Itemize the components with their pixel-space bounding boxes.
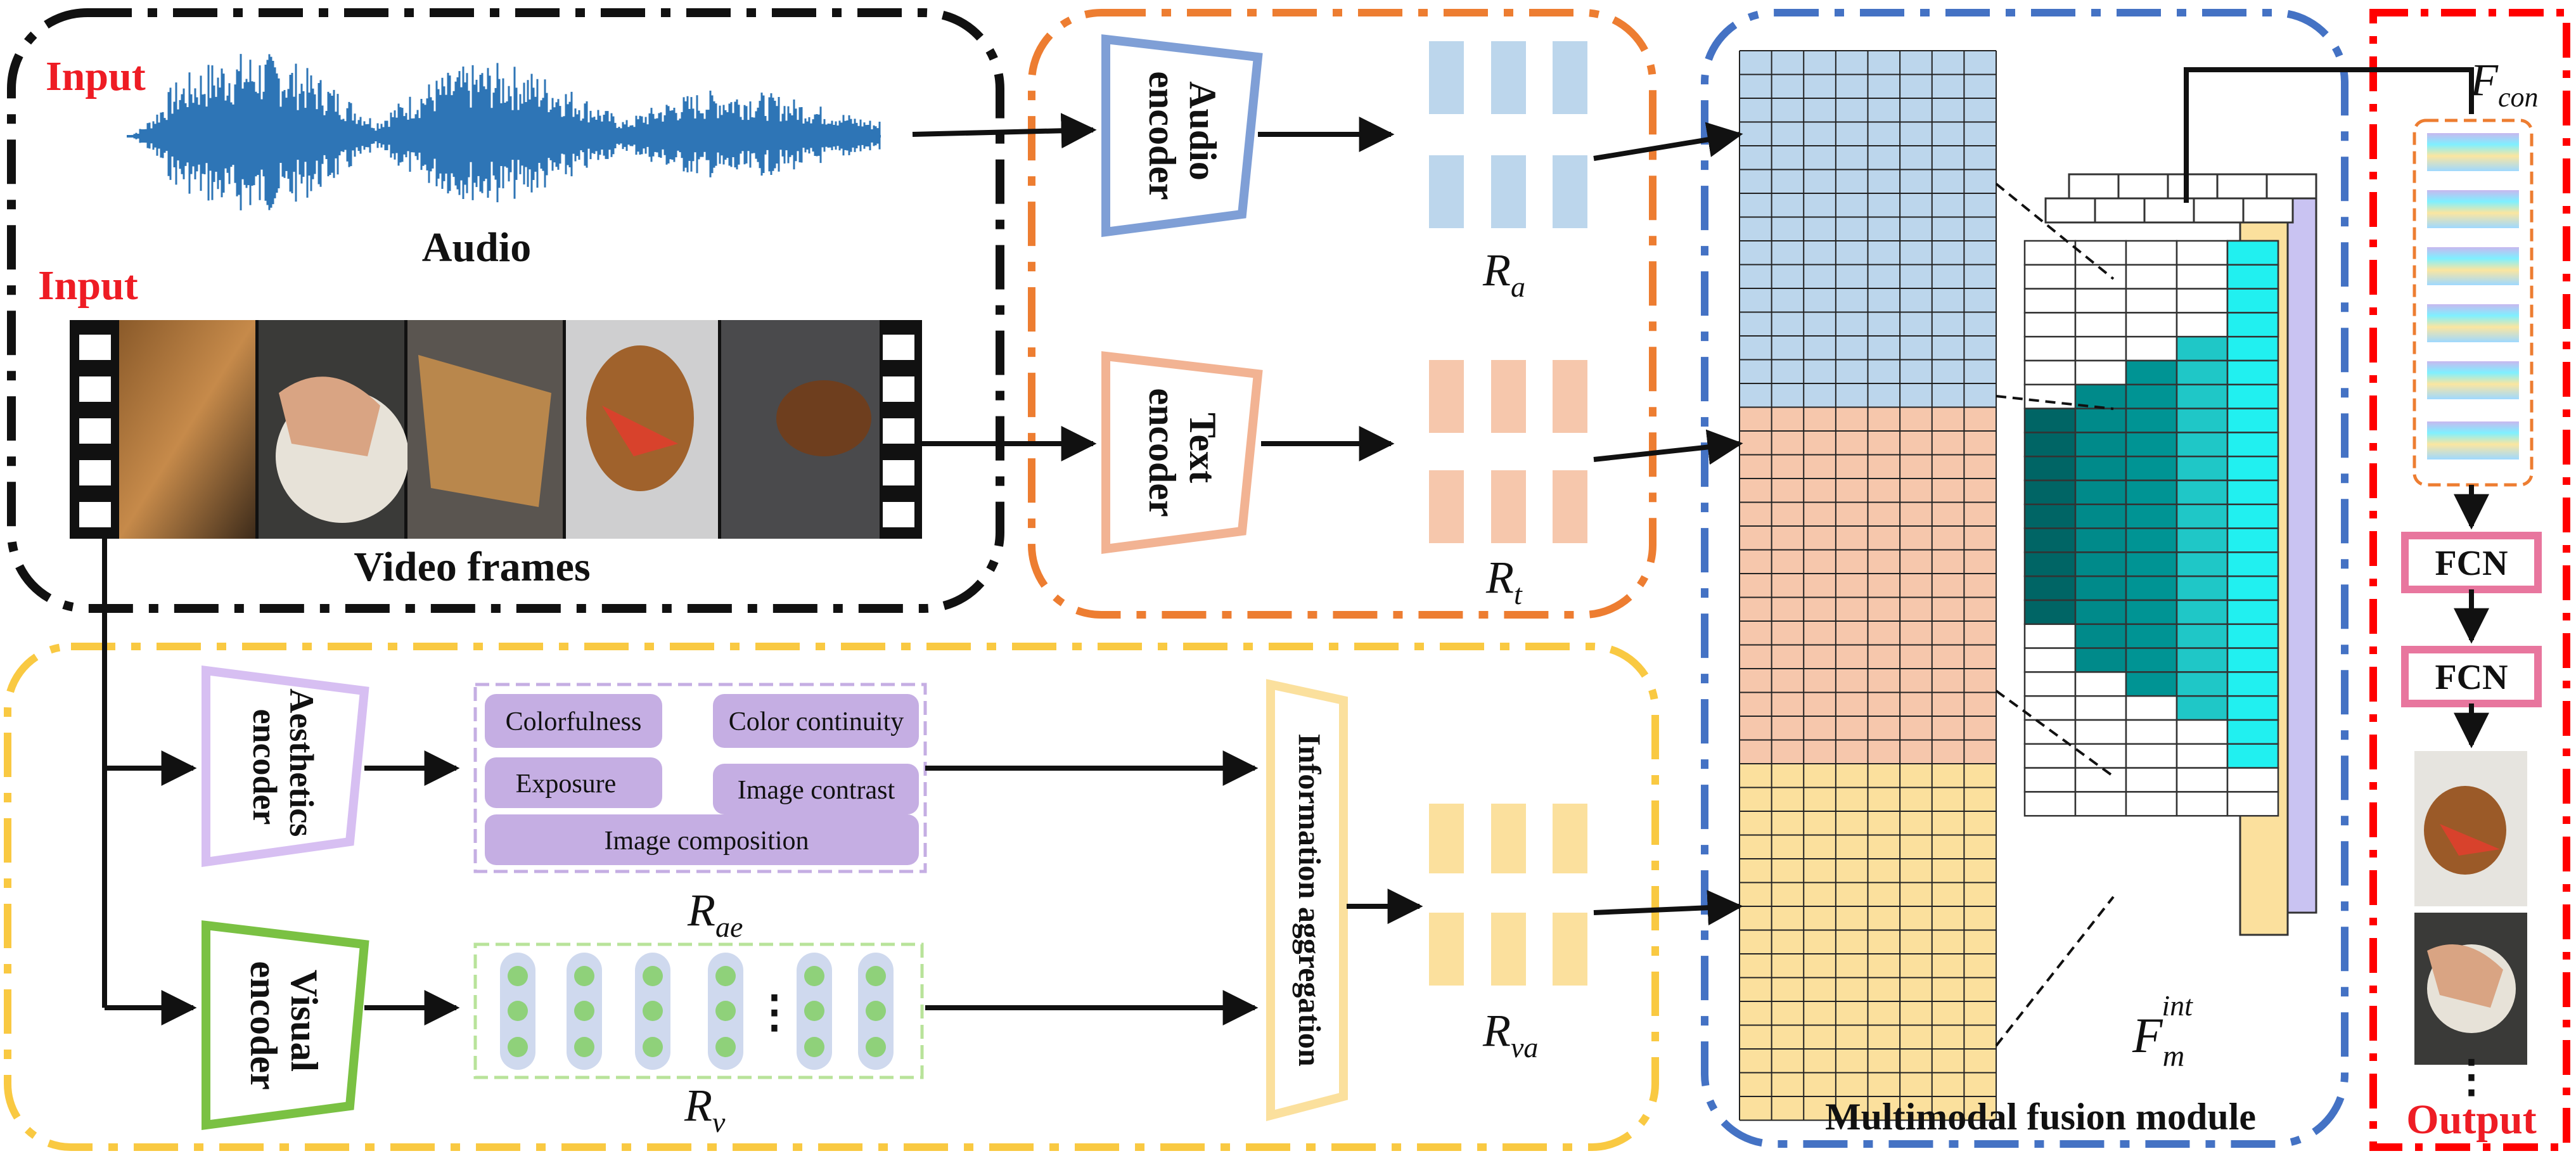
chip-color-continuity [713,694,919,748]
encoder-box [1028,9,1656,619]
rt-label: Rt [1485,552,1523,610]
rae-label: Rae [687,885,743,943]
visual-ellipsis: ⋮ [752,988,797,1037]
audio-label: Audio [422,224,531,271]
text-encoder-line2: encoder [1141,388,1183,517]
aesthetics-encoder: Aesthetics encoder [202,665,369,868]
ra-feature-blocks [1429,41,1587,228]
rv-label: Rv [684,1080,726,1138]
chip-exposure [485,757,662,808]
visual-encoder: Visual encoder [202,920,369,1130]
chip-image-composition-label: Image composition [604,826,809,856]
rva-label: Rva [1482,1005,1538,1063]
svg-text:Audio encoder: Audio encoder [1141,71,1224,200]
video-frame-1 [119,320,255,539]
chip-image-contrast [713,764,919,814]
input-label-video: Input [38,262,138,309]
output-label: Output [2406,1096,2536,1143]
visual-feature-pills [500,953,894,1070]
visual-box [4,643,1659,1151]
fcon-label: Fcon [2470,55,2539,113]
chip-color-continuity-label: Color continuity [729,707,904,736]
fm-int-tensor [2023,240,2279,817]
fcon-strips [2427,133,2519,459]
output-ellipsis: ⋮ [2449,1053,2494,1102]
fcon-route-line [2184,67,2474,203]
fusion-module-label: Multimodal fusion module [1825,1096,2256,1138]
fusion-grid [1739,50,1997,1121]
input-label-audio: Input [46,53,146,100]
visual-features-panel [473,942,924,1079]
audio-waveform [127,54,881,210]
video-film-strip [70,320,922,539]
fcn-2-label: FCN [2435,658,2508,697]
fcn-block-1 [2401,532,2542,593]
chip-image-contrast-label: Image contrast [738,776,895,805]
fm-int-label: Fmint [2132,989,2193,1073]
chip-colorfulness-label: Colorfulness [506,707,642,736]
arrows [105,113,2489,1025]
audio-encoder-line1: Audio [1182,81,1224,181]
input-box [7,8,1004,613]
information-aggregation-block: Information aggregation [1266,679,1348,1122]
svg-text:Visual encoder: Visual encoder [243,961,325,1089]
projection-lines [1995,183,2115,1047]
visual-encoder-line2: encoder [243,961,285,1089]
aesthetics-encoder-line2: encoder [246,709,284,825]
information-aggregation-label: Information aggregation [1292,733,1328,1067]
aesthetic-features-panel [473,683,927,873]
chip-colorfulness [485,694,662,748]
rva-feature-blocks [1429,804,1587,986]
rt-feature-blocks [1429,360,1587,543]
svg-text:Text encoder: Text encoder [1141,388,1224,517]
video-frames-label: Video frames [354,544,590,590]
aesthetics-encoder-line1: Aesthetics [283,688,321,837]
svg-text:Aesthetics encoder: Aesthetics encoder [246,688,321,845]
text-encoder: Text encoder [1101,351,1263,554]
text-encoder-line1: Text [1182,413,1224,483]
audio-encoder: Audio encoder [1101,34,1263,237]
audio-encoder-line2: encoder [1141,71,1183,200]
chip-exposure-label: Exposure [516,769,617,799]
ra-label: Ra [1482,245,1525,303]
output-box [2369,9,2570,1151]
chip-image-composition [485,814,919,865]
fcn-1-label: FCN [2435,544,2508,583]
visual-encoder-line1: Visual [283,970,325,1072]
